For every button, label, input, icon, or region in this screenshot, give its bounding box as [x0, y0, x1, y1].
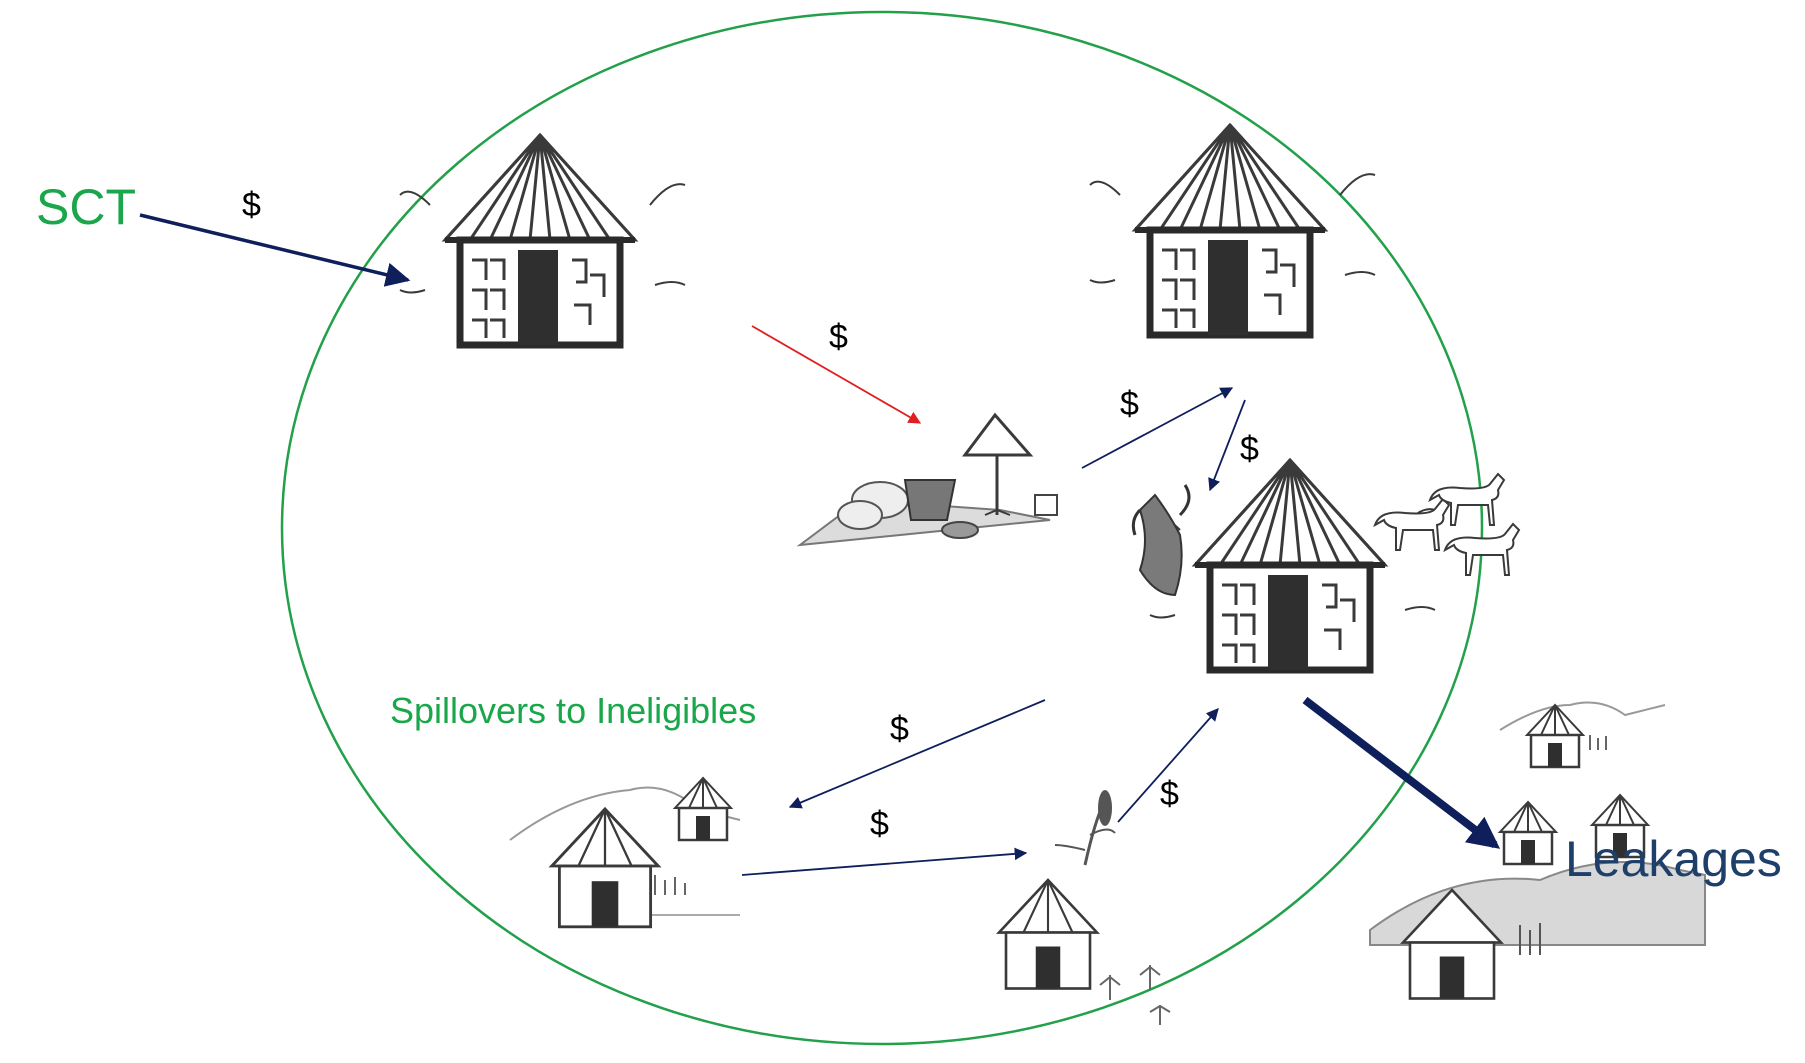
market-stall-icon	[796, 412, 1058, 547]
dollar-sign: $	[870, 805, 889, 843]
sct-label: SCT	[36, 179, 136, 235]
dollar-sign: $	[1240, 430, 1259, 468]
outside-village-icon	[1499, 701, 1666, 769]
sct-arrow	[139, 213, 411, 287]
to-ineligible-arrow	[788, 699, 1046, 809]
community-boundary	[280, 10, 1484, 1046]
seedling-icon	[1099, 965, 1171, 1025]
small-hut-icon	[1498, 800, 1558, 866]
hut-to-goat-arrow	[1208, 399, 1246, 492]
ineligible-to-crop-arrow	[741, 847, 1028, 876]
outside-hut-landscape-icon	[1369, 861, 1706, 1000]
small-hut-icon	[995, 878, 1101, 990]
crop-to-hut-arrow	[1117, 708, 1219, 823]
dollar-sign: $	[1120, 385, 1139, 423]
leakage-arrow	[1302, 696, 1501, 849]
dollar-sign: $	[1160, 775, 1179, 813]
beneficiary-hut-icon	[400, 135, 685, 345]
small-hut-icon	[1525, 703, 1585, 769]
dollar-sign: $	[829, 318, 848, 356]
leakages-label: Leakages	[1565, 831, 1782, 887]
market-to-hut-arrow	[1081, 387, 1234, 469]
goat-head-icon	[1131, 484, 1191, 597]
goat-icon	[1374, 498, 1450, 551]
dollar-sign: $	[242, 186, 261, 224]
sorghum-plant-icon	[1054, 790, 1116, 866]
dollar-sign: $	[890, 710, 909, 748]
recipient-hut-icon	[1090, 125, 1375, 335]
livestock-hut-icon	[1150, 460, 1435, 670]
small-hut-icon	[673, 776, 733, 842]
spillovers-label: Spillovers to Ineligibles	[390, 690, 757, 731]
red-arrow	[751, 325, 922, 424]
